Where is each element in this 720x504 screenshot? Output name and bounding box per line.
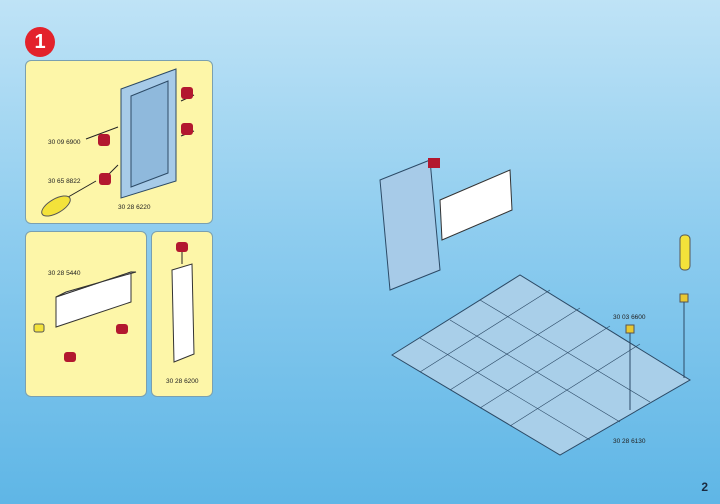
window-frame-illustration	[41, 68, 195, 217]
part-label: 30 03 6600	[613, 314, 646, 321]
pillar-illustration	[171, 242, 195, 363]
red-peg-icon	[98, 134, 110, 146]
step-number-badge: 1	[25, 27, 55, 57]
part-label: 30 65 8822	[48, 178, 81, 185]
red-peg-icon	[181, 123, 193, 135]
red-peg-icon	[116, 324, 128, 334]
tool-icon	[679, 234, 691, 271]
panel-window-assembly: 30 09 6900 30 65 8822 30 28 6220	[25, 60, 213, 224]
panel-shelf-assembly: 30 28 5440	[25, 231, 147, 397]
part-label: 30 28 6130	[613, 438, 646, 445]
page-number: 2	[701, 480, 708, 494]
shelf-illustration	[33, 271, 137, 362]
red-peg-icon	[64, 352, 76, 362]
red-peg-icon	[181, 87, 193, 99]
tool-icon	[33, 323, 45, 333]
part-label: 30 28 6200	[166, 378, 199, 385]
tool-icon	[41, 195, 71, 217]
part-label: 30 28 6220	[118, 204, 151, 211]
red-peg-icon	[176, 242, 188, 252]
part-label: 30 28 5440	[48, 270, 81, 277]
part-label: 30 09 6900	[48, 139, 81, 146]
panel-pillar-assembly: 30 28 6200	[151, 231, 213, 397]
red-peg-icon	[99, 173, 111, 185]
